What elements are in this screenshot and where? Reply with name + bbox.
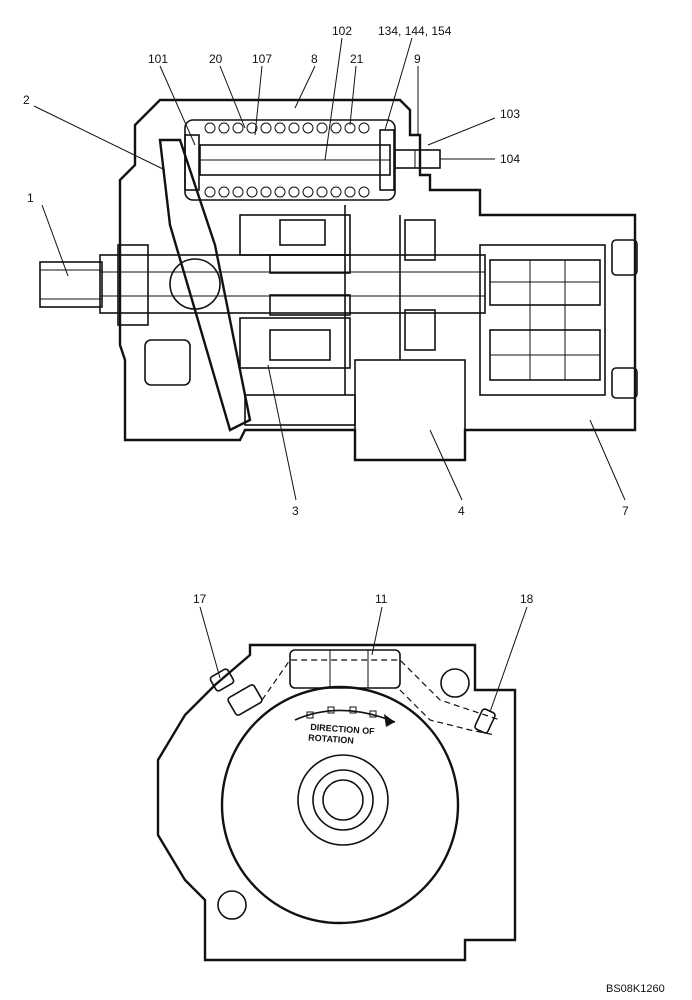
- callout-104: 104: [500, 152, 520, 166]
- callout-4: 4: [458, 504, 465, 518]
- callout-3: 3: [292, 504, 299, 518]
- shaft-joint: [169, 258, 221, 310]
- cover-bolt-upper: [611, 239, 638, 276]
- callout-18: 18: [520, 592, 534, 606]
- piston-upper: [279, 219, 326, 246]
- shaft-boss-inner: [312, 769, 374, 831]
- front-bearing: [117, 244, 149, 326]
- fitting-18: [474, 708, 496, 734]
- bearing-rear-lower: [404, 309, 436, 351]
- spring-lower: [269, 294, 351, 316]
- top-cover: [289, 649, 401, 689]
- callout-1: 1: [27, 191, 34, 205]
- callout-102: 102: [332, 24, 352, 38]
- drive-shaft: [99, 254, 486, 314]
- shaft-bore: [322, 779, 364, 821]
- callout-8: 8: [311, 52, 318, 66]
- shaft-spline: [39, 261, 103, 308]
- callout-9: 9: [414, 52, 421, 66]
- cylinder-upper: [239, 214, 351, 256]
- leaders-top: [33, 37, 626, 501]
- rotation-arrow-head: [384, 714, 395, 727]
- leaders-bottom: [199, 606, 528, 713]
- swash-plate: [158, 138, 252, 432]
- fitting-17: [209, 668, 235, 692]
- valve-plate: [244, 394, 356, 426]
- end-housing: [156, 643, 517, 962]
- flange-circle: [220, 685, 460, 925]
- cover-bolt-lower: [611, 367, 638, 399]
- spring-seat-left: [184, 134, 200, 191]
- mount-hole-lower: [217, 890, 247, 920]
- cylinder-lower: [239, 317, 351, 369]
- callout-21: 21: [350, 52, 364, 66]
- callout-134-144-154: 134, 144, 154: [378, 24, 452, 38]
- bearing-rear-upper: [404, 219, 436, 261]
- callout-20: 20: [209, 52, 223, 66]
- piston-lower: [269, 329, 331, 361]
- plug: [144, 339, 191, 386]
- mount-hole-upper: [440, 668, 470, 698]
- end-view: DIRECTION OF ROTATION: [156, 643, 517, 962]
- shaft-boss: [297, 754, 389, 846]
- sectional-view: [39, 98, 638, 462]
- callout-7: 7: [622, 504, 629, 518]
- callout-101: 101: [148, 52, 168, 66]
- spring-upper: [269, 254, 351, 274]
- callout-2: 2: [23, 93, 30, 107]
- callout-11: 11: [375, 592, 388, 606]
- rotation-label-line1: DIRECTION OF: [310, 722, 376, 737]
- figure-code: BS08K1260: [606, 983, 665, 995]
- rotation-arc: [294, 709, 396, 723]
- gear-pump-body: [479, 244, 606, 396]
- callout-17: 17: [193, 592, 207, 606]
- callout-103: 103: [500, 107, 520, 121]
- fitting-17-body: [227, 684, 263, 716]
- spring-seat-right: [379, 129, 395, 191]
- callouts-bottom: 11 17 18: [193, 592, 534, 606]
- port-block: [354, 359, 466, 461]
- callouts-top: 1 2 3 4 7 8 9 20 21 101 102 103 104 107 …: [23, 24, 629, 518]
- adjust-screw: [394, 149, 441, 169]
- housing-outline: [118, 98, 637, 462]
- rotation-label-line2: ROTATION: [308, 732, 354, 745]
- callout-107: 107: [252, 52, 272, 66]
